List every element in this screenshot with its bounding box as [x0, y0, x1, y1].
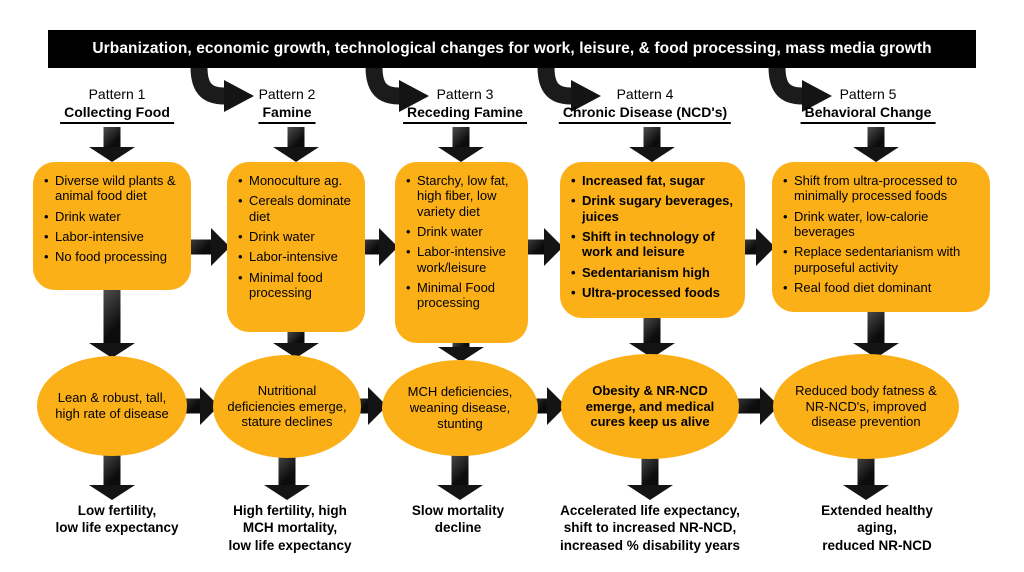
bullet-item: Drink water — [43, 209, 185, 225]
stage-box: Shift from ultra-processed to minimally … — [772, 162, 990, 312]
stage-box: Increased fat, sugar Drink sugary bevera… — [560, 162, 745, 318]
bullet-item: Ultra-processed foods — [570, 285, 739, 301]
stage-box: Monoculture ag. Cereals dominate diet Dr… — [227, 162, 365, 332]
bullet-item: Increased fat, sugar — [570, 173, 739, 189]
curved-arrow-icon — [190, 67, 254, 112]
stage-ellipse: Lean & robust, tall, high rate of diseas… — [37, 356, 187, 456]
arrow-down-icon — [89, 290, 135, 358]
pattern-title: Chronic Disease (NCD's) — [558, 104, 732, 124]
pattern-title: Receding Famine — [403, 104, 527, 124]
stage-ellipse: Nutritional deficiencies emerge, stature… — [213, 355, 361, 458]
bullet-item: Diverse wild plants & animal food diet — [43, 173, 185, 204]
arrow-down-icon — [437, 452, 483, 500]
bullet-item: Drink water, low-calorie beverages — [782, 209, 984, 240]
stage-ellipse: Obesity & NR-NCD emerge, and medical cur… — [561, 354, 739, 459]
arrow-down-icon — [843, 452, 889, 500]
arrow-down-icon — [264, 452, 310, 500]
arrow-down-icon — [89, 452, 135, 500]
stage-ellipse: Reduced body fatness & NR-NCD's, improve… — [773, 354, 959, 459]
bullet-item: Drink sugary beverages, juices — [570, 193, 739, 224]
outcome-text: Low fertility, low life expectancy — [55, 503, 179, 536]
bullet-item: Labor-intensive work/leisure — [405, 244, 522, 275]
pattern-label: Pattern 3 — [436, 86, 494, 102]
stage-box: Starchy, low fat, high fiber, low variet… — [395, 162, 528, 343]
bullet-item: Real food diet dominant — [782, 280, 984, 296]
outcome-text: High fertility, high MCH mortality, low … — [228, 503, 352, 553]
arrow-down-icon — [629, 316, 675, 358]
bullet-item: Monoculture ag. — [237, 173, 359, 189]
stage-box: Diverse wild plants & animal food diet D… — [33, 162, 191, 290]
arrow-down-icon — [438, 127, 484, 162]
pattern-title: Collecting Food — [60, 104, 174, 124]
bullet-item: Replace sedentarianism with purposeful a… — [782, 244, 984, 275]
curved-arrow-icon — [365, 67, 429, 112]
arrow-down-icon — [853, 310, 899, 358]
curved-arrow-icon — [768, 67, 832, 112]
arrow-down-icon — [627, 452, 673, 500]
bullet-item: Starchy, low fat, high fiber, low variet… — [405, 173, 522, 219]
bullet-item: Minimal food processing — [237, 270, 359, 301]
arrow-down-icon — [629, 127, 675, 162]
bullet-item: Labor-intensive — [43, 229, 185, 245]
outcome-text: Extended healthy aging, reduced NR-NCD — [821, 503, 933, 553]
bullet-item: Drink water — [405, 224, 522, 240]
banner: Urbanization, economic growth, technolog… — [48, 30, 976, 68]
outcome-text: Slow mortality decline — [411, 503, 505, 536]
curved-arrow-icon — [537, 67, 601, 112]
pattern-label: Pattern 2 — [258, 86, 316, 102]
arrow-down-icon — [89, 127, 135, 162]
pattern-title: Famine — [258, 104, 316, 124]
outcome-text: Accelerated life expectancy, shift to in… — [559, 503, 741, 553]
bullet-item: Shift from ultra-processed to minimally … — [782, 173, 984, 204]
bullet-item: Drink water — [237, 229, 359, 245]
stage-ellipse: MCH deficiencies, weaning disease, stunt… — [382, 360, 538, 456]
bullet-item: Cereals dominate diet — [237, 193, 359, 224]
arrow-down-icon — [273, 330, 319, 358]
pattern-label: Pattern 4 — [616, 86, 674, 102]
arrow-down-icon — [853, 127, 899, 162]
bullet-item: Sedentarianism high — [570, 265, 739, 281]
bullet-item: No food processing — [43, 249, 185, 265]
bullet-item: Minimal Food processing — [405, 280, 522, 311]
arrow-down-icon — [438, 341, 484, 362]
bullet-item: Shift in technology of work and leisure — [570, 229, 739, 260]
arrow-down-icon — [273, 127, 319, 162]
bullet-item: Labor-intensive — [237, 249, 359, 265]
pattern-label: Pattern 1 — [88, 86, 146, 102]
pattern-label: Pattern 5 — [839, 86, 897, 102]
pattern-title: Behavioral Change — [800, 104, 936, 124]
